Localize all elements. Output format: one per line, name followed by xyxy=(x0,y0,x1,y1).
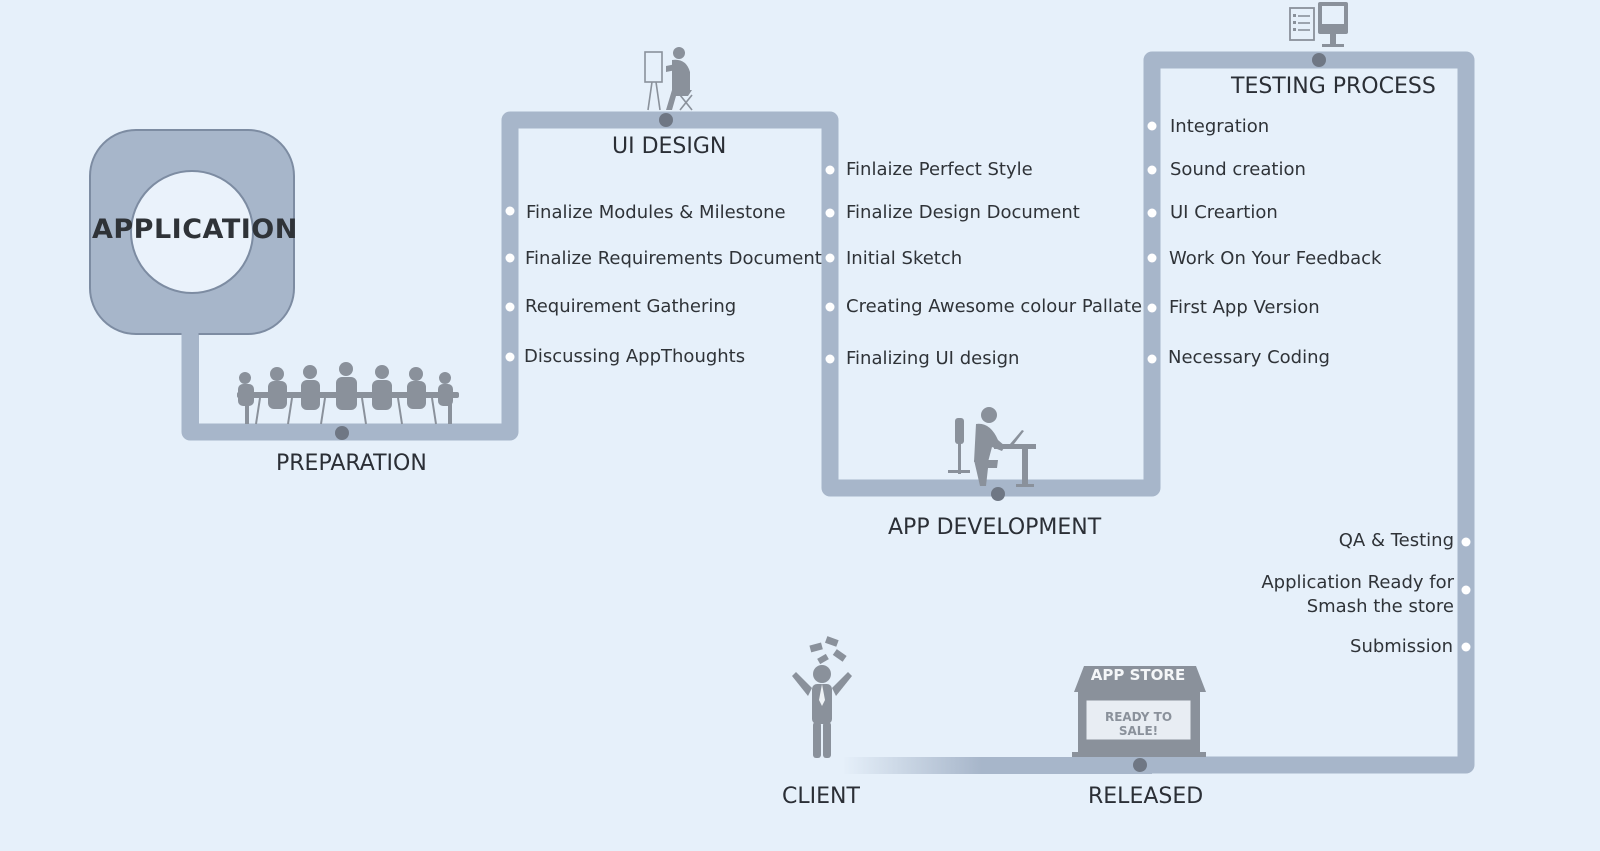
prep-item: Finalize Requirements Document xyxy=(525,248,822,269)
prep-item: Discussing AppThoughts xyxy=(524,346,746,367)
dev-item: Integration xyxy=(1170,116,1270,137)
painter-easel-icon xyxy=(644,47,693,111)
node-app-development xyxy=(991,487,1005,501)
app-store-sign: APP STORE xyxy=(1090,666,1186,684)
application-badge xyxy=(89,129,295,430)
test-item: Application Ready for xyxy=(1261,572,1454,593)
track-bullets xyxy=(505,121,1471,652)
stage-released: RELEASED xyxy=(1088,784,1204,809)
node-ui-design xyxy=(659,113,673,127)
stage-testing-process: TESTING PROCESS xyxy=(1231,74,1436,99)
money-bills-icon xyxy=(809,636,847,665)
dev-item: Sound creation xyxy=(1170,159,1306,180)
node-released xyxy=(1133,758,1147,772)
ready-to-sale-board: READY TO SALE! xyxy=(1104,710,1173,738)
ui-item: Initial Sketch xyxy=(846,248,963,269)
dev-item: UI Creartion xyxy=(1170,202,1278,223)
prep-item: Finalize Modules & Milestone xyxy=(526,202,786,223)
ui-item: Finalizing UI design xyxy=(846,348,1020,369)
process-track xyxy=(181,51,1475,774)
dev-item: Work On Your Feedback xyxy=(1169,248,1382,269)
stage-preparation: PREPARATION xyxy=(276,451,427,476)
stage-ui-design: UI DESIGN xyxy=(612,134,727,159)
test-item: QA & Testing xyxy=(1338,530,1454,551)
dev-item: First App Version xyxy=(1169,297,1320,318)
node-preparation xyxy=(335,426,349,440)
application-label: APPLICATION xyxy=(92,214,298,245)
release-track xyxy=(842,757,1152,774)
test-item: Submission xyxy=(1350,636,1453,657)
stage-client: CLIENT xyxy=(782,784,860,809)
meeting-people-icon xyxy=(237,362,459,425)
stage-app-development: APP DEVELOPMENT xyxy=(888,515,1102,540)
app-store-stand-icon xyxy=(1072,666,1206,757)
dev-item: Necessary Coding xyxy=(1168,347,1330,368)
ui-item: Finalize Design Document xyxy=(846,202,1080,223)
test-item: Smash the store xyxy=(1306,596,1454,617)
client-celebrating-icon xyxy=(792,665,852,758)
prep-item: Requirement Gathering xyxy=(525,296,737,317)
ui-item: Creating Awesome colour Pallate xyxy=(846,296,1143,317)
ui-item: Finlaize Perfect Style xyxy=(846,159,1033,180)
developer-desk-icon xyxy=(948,407,1036,487)
node-testing xyxy=(1312,53,1326,67)
monitor-checklist-icon xyxy=(1289,2,1348,47)
track-nodes xyxy=(335,53,1326,772)
